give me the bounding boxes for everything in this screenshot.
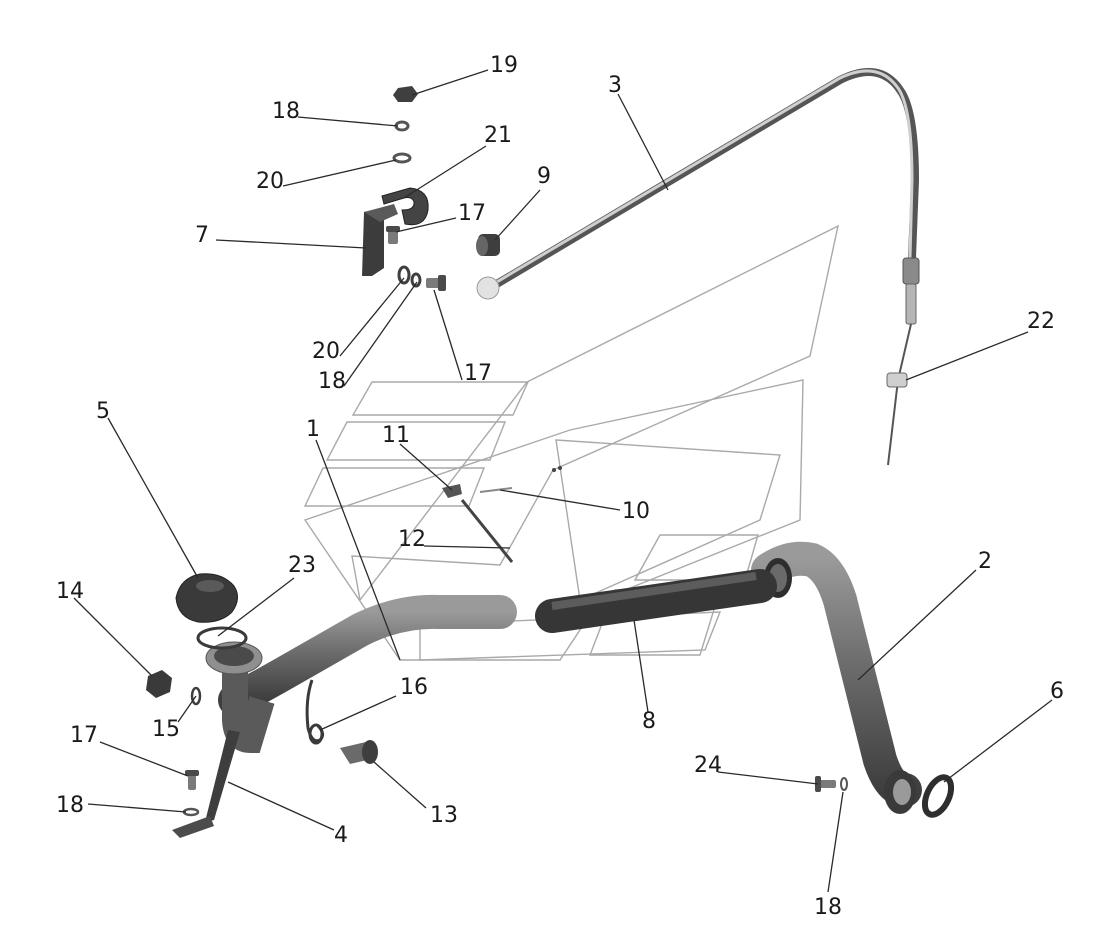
- callout-1: 1: [306, 417, 320, 442]
- dipstick-clip: [886, 372, 908, 388]
- callout-17-upper: 17: [458, 201, 486, 226]
- bolt-lower-left: [185, 770, 199, 790]
- callout-labels: 19 18 20 21 17 7 3 9 22 20 18 17 5 1 11 …: [56, 53, 1064, 920]
- small-clip: [442, 484, 462, 498]
- callout-18-lower-left: 18: [56, 793, 84, 818]
- grommet: [476, 234, 500, 256]
- callout-19: 19: [490, 53, 518, 78]
- filler-tube: [205, 594, 517, 754]
- flat-washer-mid: [397, 265, 411, 285]
- support-bracket: [172, 730, 240, 838]
- callout-20-mid: 20: [312, 339, 340, 364]
- filler-seal-ring: [196, 626, 248, 650]
- callout-11: 11: [382, 423, 410, 448]
- callout-16: 16: [400, 675, 428, 700]
- callout-23: 23: [288, 553, 316, 578]
- callout-8: 8: [642, 709, 656, 734]
- bolt-upper: [386, 226, 400, 244]
- cotter-pin: [479, 466, 562, 493]
- washer-lower-left: [182, 807, 200, 817]
- callout-20-top: 20: [256, 169, 284, 194]
- callout-2: 2: [978, 549, 992, 574]
- callout-14: 14: [56, 579, 84, 604]
- callout-18-mid: 18: [318, 369, 346, 394]
- callout-15: 15: [152, 717, 180, 742]
- tie-wire: [460, 499, 514, 563]
- hose-clamp: [305, 679, 325, 745]
- callout-5: 5: [96, 399, 110, 424]
- callout-6: 6: [1050, 679, 1064, 704]
- callout-18-top: 18: [272, 99, 300, 124]
- bracket: [362, 204, 398, 276]
- callout-7: 7: [195, 223, 209, 248]
- callout-24: 24: [694, 753, 722, 778]
- drain-plug: [340, 740, 378, 764]
- flat-washer-top: [392, 152, 412, 164]
- ghost-outline: [303, 224, 839, 661]
- callout-21: 21: [484, 123, 512, 148]
- callout-9: 9: [537, 164, 551, 189]
- callout-13: 13: [430, 803, 458, 828]
- callout-17-mid: 17: [464, 361, 492, 386]
- callout-3: 3: [608, 73, 622, 98]
- lock-washer-mid: [410, 272, 422, 288]
- nut-top: [393, 86, 418, 102]
- callout-10: 10: [622, 499, 650, 524]
- bolt-mid: [426, 275, 446, 291]
- washer-right: [840, 777, 848, 791]
- filler-cap: [175, 573, 238, 623]
- bolt-right: [815, 776, 836, 792]
- leader-lines: [73, 69, 1053, 893]
- washer-left: [190, 686, 202, 706]
- gasket: [921, 774, 955, 818]
- oil-tube-right: [751, 541, 922, 814]
- callout-4: 4: [334, 823, 348, 848]
- callout-17-lower: 17: [70, 723, 98, 748]
- callout-18-lower-right: 18: [814, 895, 842, 920]
- hose-sleeve: [535, 569, 777, 633]
- dipstick-rod: [476, 68, 920, 466]
- callout-12: 12: [398, 527, 426, 552]
- nut-left: [146, 670, 172, 698]
- callout-22: 22: [1027, 309, 1055, 334]
- clamp: [381, 187, 429, 226]
